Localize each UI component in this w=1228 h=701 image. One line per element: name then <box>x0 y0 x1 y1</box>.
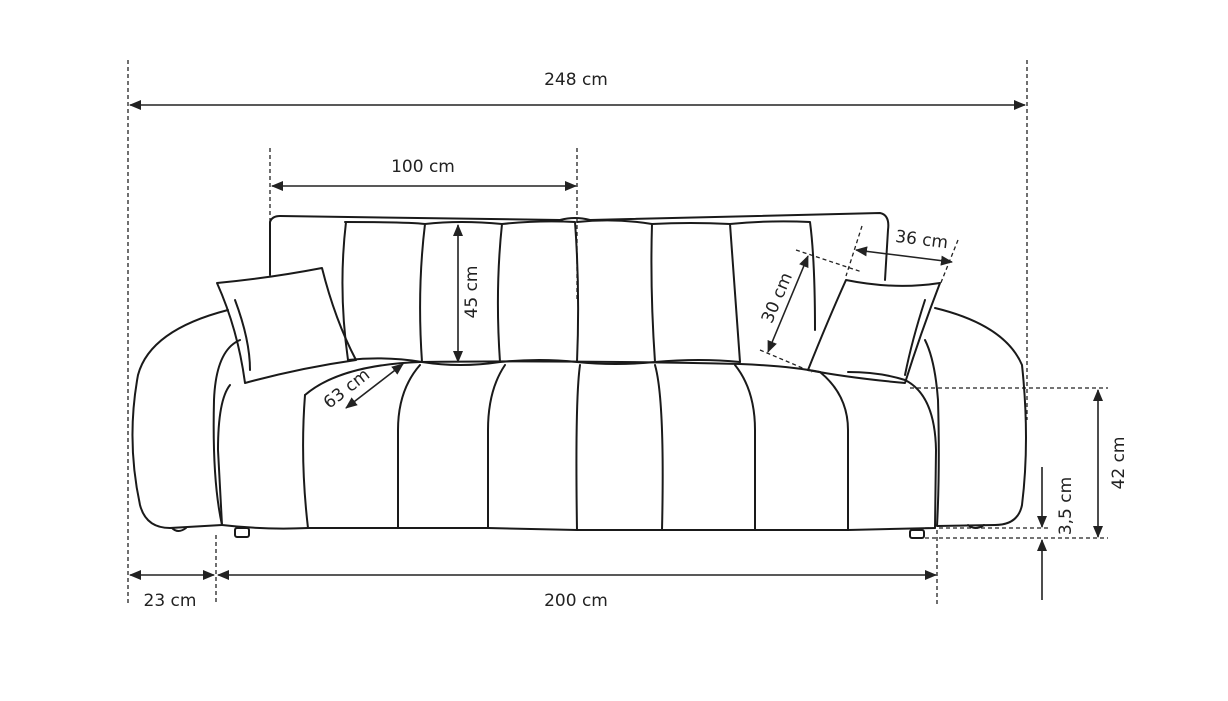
label-arm-width: 23 cm <box>144 591 197 611</box>
label-back-section-width: 100 cm <box>391 157 455 177</box>
label-seat-width: 200 cm <box>544 591 608 611</box>
extension-lines <box>127 60 1108 605</box>
label-seat-height: 42 cm <box>1109 437 1129 490</box>
right-pillow <box>807 279 941 384</box>
label-pillow-width: 36 cm <box>894 227 949 253</box>
left-pillow <box>216 267 357 384</box>
label-leg-height: 3,5 cm <box>1056 477 1076 535</box>
legs <box>171 524 985 539</box>
right-armrest <box>924 307 1027 527</box>
label-back-height: 45 cm <box>462 266 482 319</box>
dimension-arrows <box>129 100 1103 600</box>
seat-cushions <box>217 360 937 531</box>
sofa-drawing <box>131 212 1027 539</box>
left-armrest <box>131 309 241 529</box>
label-total-width: 248 cm <box>544 70 608 90</box>
back-cushions <box>341 219 816 366</box>
